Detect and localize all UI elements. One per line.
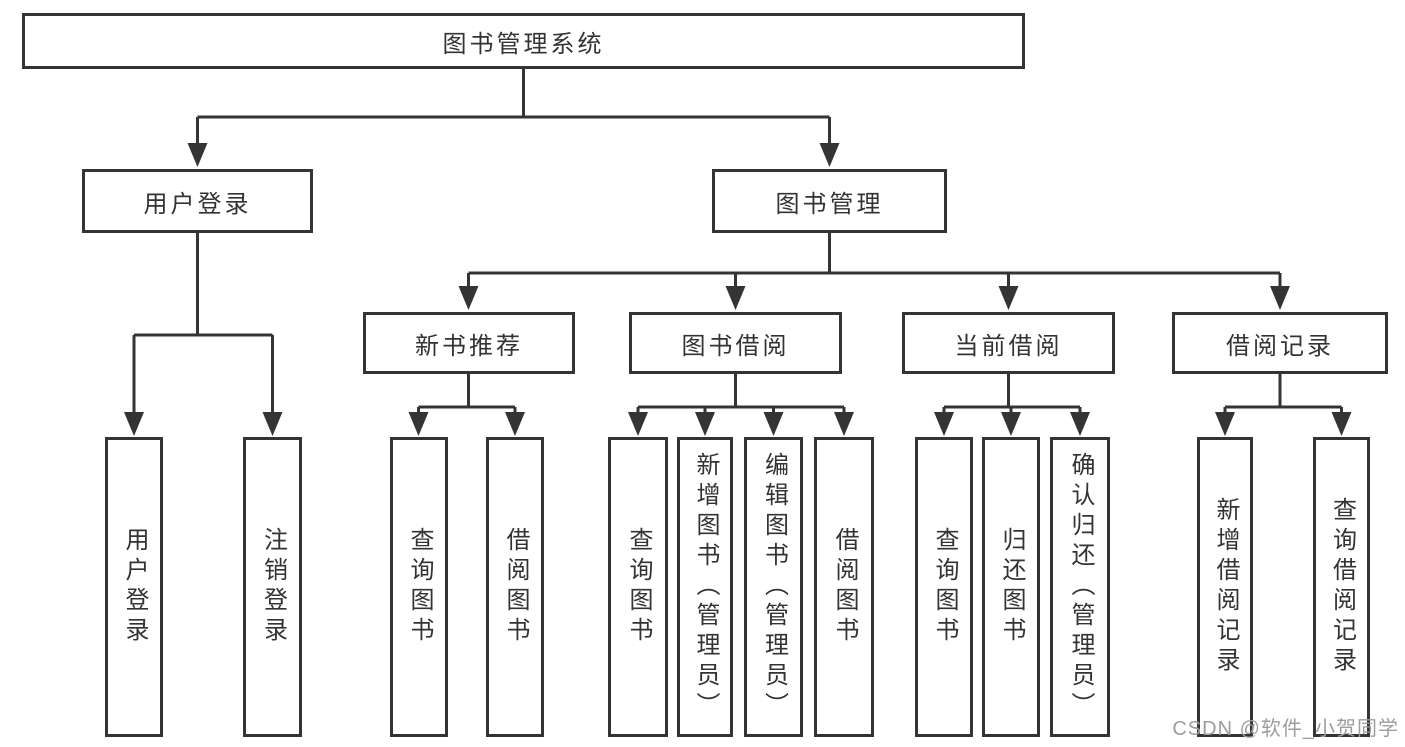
leaf-edit-books-admin-label: 编辑图书（管理员）: [760, 452, 788, 722]
leaf-add-borrow-record: 新增借阅记录: [1197, 437, 1253, 737]
leaf-query-books-current: 查询图书: [915, 437, 973, 737]
leaf-query-books-current-label: 查询图书: [931, 527, 958, 647]
leaf-query-books-recommend-label: 查询图书: [406, 527, 433, 647]
node-book-management-label: 图书管理: [775, 190, 884, 218]
connector-book-borrowing-to-leaves: [628, 374, 854, 436]
node-current-borrowing: 当前借阅: [902, 312, 1115, 374]
node-current-borrowing-label: 当前借阅: [954, 332, 1063, 360]
leaf-query-books-borrowing: 查询图书: [608, 437, 668, 737]
leaf-edit-books-admin: 编辑图书（管理员）: [744, 437, 803, 737]
connector-root-to-level2: [187, 69, 840, 167]
leaf-add-books-admin-label: 新增图书（管理员）: [692, 452, 719, 722]
leaf-logout-label: 注销登录: [259, 527, 287, 647]
leaf-add-borrow-record-label: 新增借阅记录: [1212, 497, 1239, 677]
connector-current-borrowing-to-leaves: [934, 374, 1090, 436]
leaf-query-books-recommend: 查询图书: [390, 437, 448, 737]
leaf-return-books: 归还图书: [982, 437, 1040, 737]
connector-user-login-to-leaves: [124, 233, 283, 436]
node-user-login: 用户登录: [82, 169, 313, 233]
node-new-book-recommend: 新书推荐: [363, 312, 575, 374]
leaf-borrow-books-recommend-label: 借阅图书: [502, 527, 529, 647]
leaf-borrow-books-borrowing-label: 借阅图书: [831, 527, 858, 647]
leaf-query-borrow-record: 查询借阅记录: [1313, 437, 1370, 737]
connector-borrowing-records-to-leaves: [1215, 374, 1352, 436]
leaf-confirm-return-admin: 确认归还（管理员）: [1050, 437, 1110, 737]
node-borrowing-records-label: 借阅记录: [1226, 332, 1334, 360]
node-user-login-label: 用户登录: [143, 190, 252, 218]
leaf-logout: 注销登录: [243, 437, 302, 737]
node-library-system-label: 图书管理系统: [442, 30, 605, 58]
node-book-borrowing-label: 图书借阅: [681, 332, 790, 360]
node-book-borrowing: 图书借阅: [629, 312, 842, 374]
leaf-borrow-books-recommend: 借阅图书: [486, 437, 544, 737]
node-borrowing-records: 借阅记录: [1172, 312, 1388, 374]
leaf-add-books-admin: 新增图书（管理员）: [677, 437, 733, 737]
connector-new-book-recommend-to-leaves: [408, 374, 525, 436]
leaf-query-borrow-record-label: 查询借阅记录: [1328, 497, 1356, 677]
leaf-return-books-label: 归还图书: [998, 527, 1025, 647]
node-library-system: 图书管理系统: [22, 13, 1025, 69]
node-book-management: 图书管理: [712, 169, 947, 233]
leaf-user-login: 用户登录: [105, 437, 163, 737]
connector-book-management-to-level3: [458, 233, 1290, 310]
leaf-borrow-books-borrowing: 借阅图书: [814, 437, 874, 737]
leaf-query-books-borrowing-label: 查询图书: [625, 527, 652, 647]
node-new-book-recommend-label: 新书推荐: [415, 332, 523, 360]
leaf-confirm-return-admin-label: 确认归还（管理员）: [1067, 452, 1094, 722]
leaf-user-login-label: 用户登录: [121, 527, 148, 647]
watermark-text: CSDN @软件_小贺同学: [1172, 718, 1399, 740]
